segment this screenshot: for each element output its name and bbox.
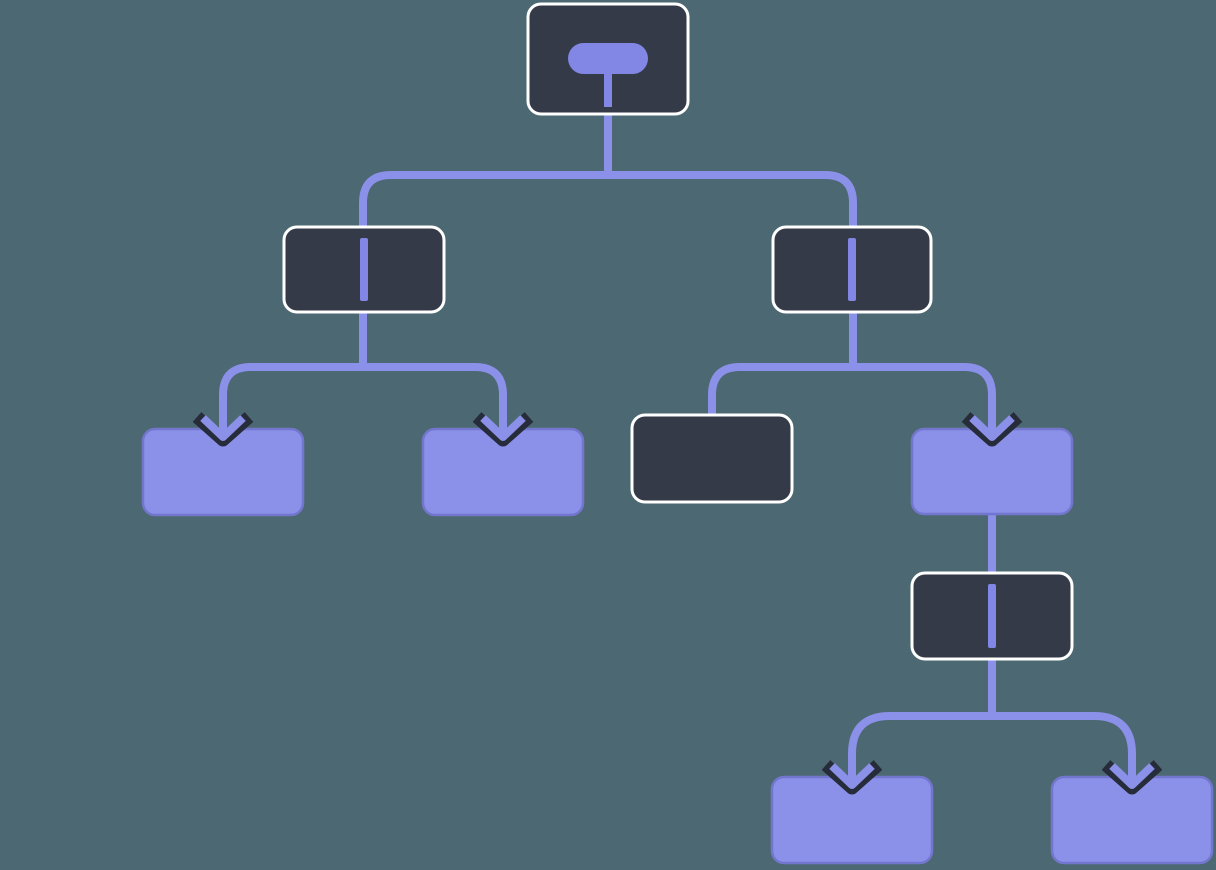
arrow-purple-icon — [1109, 755, 1155, 789]
pill-icon — [568, 43, 648, 74]
nodes-layer — [141, 2, 1214, 865]
arrow-leaf-4-chevron-icon — [1101, 755, 1163, 795]
edges-layer — [219, 110, 1136, 785]
arrow-purple-icon — [480, 407, 526, 441]
arrowheads-layer — [192, 407, 1163, 795]
arrow-purple-mid-chevron-icon — [961, 407, 1023, 447]
arrow-leaf-3-chevron-icon — [821, 755, 883, 795]
arrow-leaf-2-chevron-icon — [472, 407, 534, 447]
pill-stem-icon — [604, 72, 612, 107]
arrow-leaf-1-chevron-icon — [192, 407, 254, 447]
node-body-dark — [630, 413, 794, 504]
vertical-bar-icon — [360, 238, 368, 301]
edge-branch-bottom-to-leaf-4 — [988, 657, 1136, 785]
edge-branch-bottom-to-leaf-3 — [848, 657, 996, 785]
edge-branch-right-to-purple-mid — [849, 310, 996, 437]
arrow-purple-icon — [969, 407, 1015, 441]
node-branch-right — [771, 225, 933, 314]
node-dark-leaf — [630, 413, 794, 504]
node-branch-bottom — [910, 571, 1074, 661]
edge-root-to-branch-left — [359, 110, 612, 230]
node-branch-left — [282, 225, 446, 314]
arrow-purple-icon — [200, 407, 246, 441]
edge-root-to-branch-right — [604, 110, 857, 230]
edge-branch-left-to-leaf-2 — [359, 310, 507, 437]
edge-branch-right-to-dark-leaf — [708, 310, 857, 418]
arrow-purple-icon — [829, 755, 875, 789]
edge-branch-left-to-leaf-1 — [219, 310, 367, 437]
vertical-bar-icon — [988, 584, 996, 648]
node-root — [526, 2, 690, 116]
vertical-bar-icon — [848, 238, 856, 301]
